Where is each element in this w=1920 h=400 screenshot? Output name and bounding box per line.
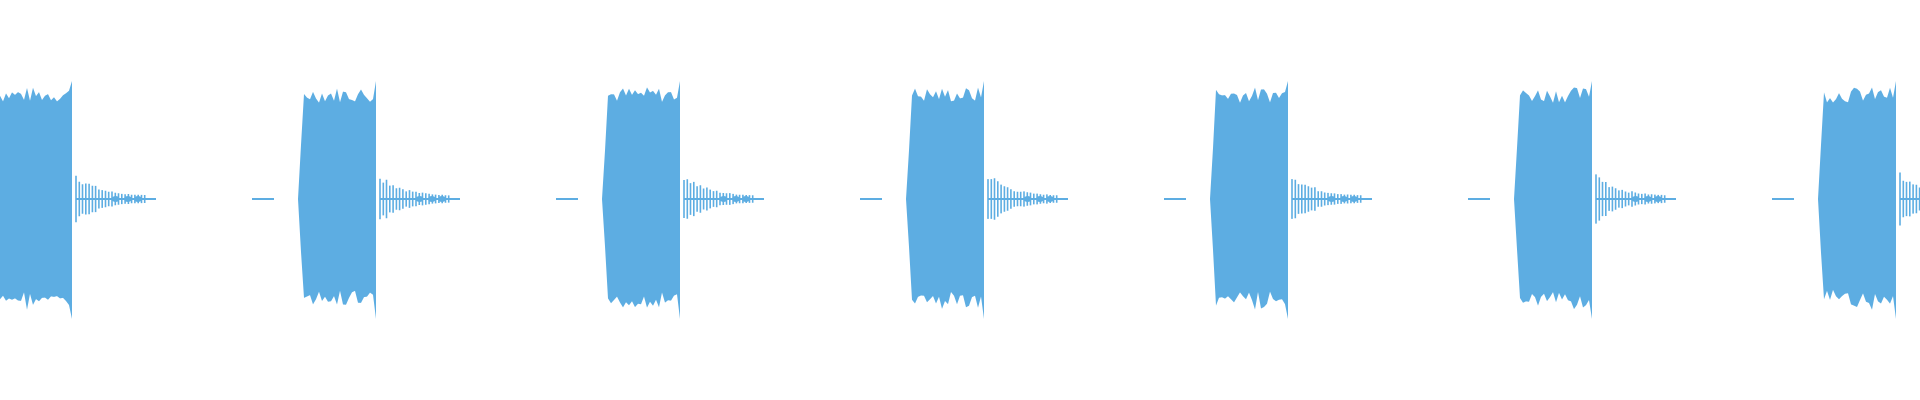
tail-bead: [1035, 196, 1044, 202]
tail-bead: [437, 196, 446, 202]
waveform-body: [298, 81, 376, 319]
waveform-burst: [1164, 81, 1372, 319]
waveform-burst: [556, 81, 764, 319]
waveform-burst: [860, 81, 1068, 319]
waveform-body: [1514, 81, 1592, 319]
tail-bead: [111, 196, 120, 202]
tail-bead: [741, 196, 750, 202]
tail-bead: [1653, 196, 1662, 202]
tail-bead: [1349, 196, 1358, 202]
waveform-burst: [252, 81, 460, 319]
waveform-body: [0, 81, 72, 319]
tail-bead: [1045, 196, 1054, 202]
waveform-body: [1818, 81, 1896, 319]
tail-bead: [719, 196, 728, 202]
tail-bead: [731, 196, 740, 202]
tail-bead: [427, 196, 436, 202]
tail-bead: [133, 196, 142, 202]
waveform-body: [1210, 81, 1288, 319]
waveform-burst: [1468, 81, 1676, 319]
waveform-body: [906, 81, 984, 319]
tail-bead: [1327, 196, 1336, 202]
tail-bead: [1631, 196, 1640, 202]
waveform-burst: [0, 81, 156, 319]
tail-bead: [1339, 196, 1348, 202]
tail-bead: [415, 196, 424, 202]
tail-bead: [1023, 196, 1032, 202]
waveform-body: [602, 81, 680, 319]
waveform-burst: [1772, 81, 1920, 319]
tail-bead: [123, 196, 132, 202]
tail-bead: [1643, 196, 1652, 202]
waveform-bursts: [0, 81, 1920, 319]
